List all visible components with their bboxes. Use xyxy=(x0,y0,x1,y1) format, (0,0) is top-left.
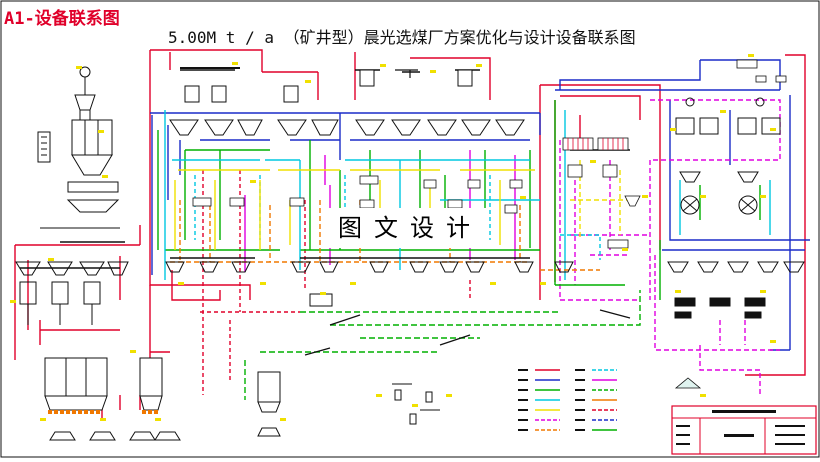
cyan-pipeline xyxy=(164,110,771,280)
red-pipeline-dashed-bottom xyxy=(200,170,471,395)
raw-coal-bunker xyxy=(40,66,120,229)
equipment-blocks xyxy=(192,175,523,214)
lower-hoppers xyxy=(165,261,574,307)
title-block xyxy=(671,405,817,455)
watermark-text: 图文设计 xyxy=(326,208,488,248)
left-screen-row xyxy=(15,261,129,325)
silo-gates xyxy=(48,410,158,414)
magenta-pipeline-lower xyxy=(654,255,780,395)
loading-stations xyxy=(49,427,281,441)
pipeline-lines xyxy=(14,49,810,420)
yellow-pipeline-right xyxy=(570,160,630,240)
thickeners xyxy=(675,97,781,215)
green-pipeline-right xyxy=(554,100,761,300)
tail-equipment xyxy=(674,59,787,389)
diagram-title: 5.00M t / a （矿井型）晨光选煤厂方案优化与设计设备联系图 xyxy=(168,28,636,47)
blue-pipeline-left xyxy=(151,115,530,275)
red-pipeline-left xyxy=(14,225,141,360)
product-silos xyxy=(44,357,281,413)
line-legend xyxy=(518,369,617,431)
blue-pipeline-top xyxy=(150,59,781,160)
classifying-screens xyxy=(169,119,525,136)
green-pipeline-bottom xyxy=(244,290,641,400)
green-pipeline-left xyxy=(157,130,280,251)
drawing-number-title: A1-设备联系图 xyxy=(4,9,120,29)
red-pipeline-outer xyxy=(149,49,491,300)
filter-press-bank xyxy=(662,249,805,319)
central-feeders xyxy=(180,67,473,103)
inclined-conveyors xyxy=(304,69,631,356)
blue-pipeline-right xyxy=(669,95,810,351)
control-panel xyxy=(37,131,51,163)
red-pipeline-right xyxy=(539,54,806,376)
flotation-cells xyxy=(562,137,641,249)
pump-symbols xyxy=(392,383,440,425)
